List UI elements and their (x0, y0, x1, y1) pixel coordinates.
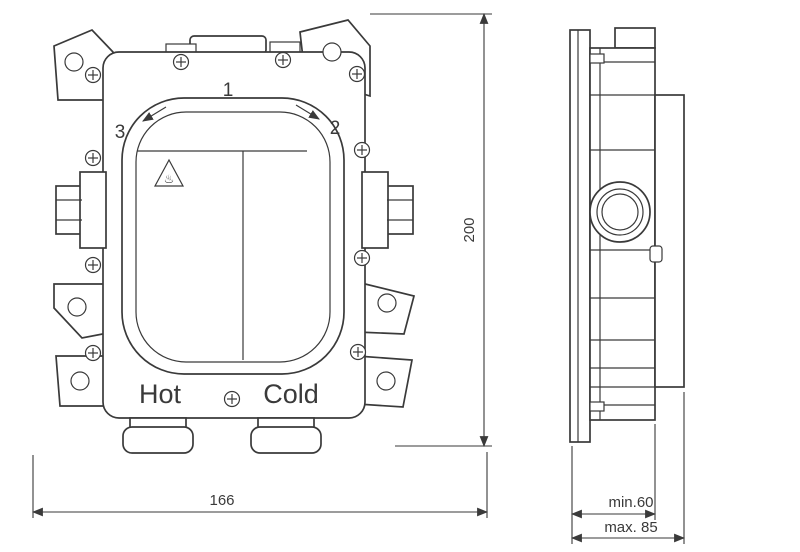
front-view: ♨ 1 3 2 Hot Cold (53, 19, 416, 454)
left-side-connector (55, 171, 107, 249)
depth-max-dimension: max. 85 (570, 392, 686, 544)
side-view (569, 27, 685, 443)
cold-label: Cold (263, 379, 319, 409)
hot-label: Hot (139, 379, 182, 409)
step-1-label: 1 (223, 80, 234, 101)
right-side-connector (361, 171, 414, 249)
step-3-arrow-icon (142, 106, 167, 122)
width-dimension-label: 166 (209, 492, 234, 509)
step-2-arrow-icon (295, 104, 320, 120)
side-flange (569, 29, 591, 443)
depth-min-label: min.60 (608, 494, 653, 511)
depth-max-label: max. 85 (604, 519, 657, 536)
side-back-box (654, 94, 685, 388)
side-port-circle (589, 181, 651, 243)
hot-surface-warning-glyph: ♨ (164, 172, 175, 186)
mounting-holes (64, 42, 397, 391)
width-dimension: 166 (31, 452, 489, 518)
valve-body-inner-panel (135, 111, 331, 363)
step-2-label: 2 (330, 118, 341, 139)
step-3-label: 3 (115, 122, 126, 143)
step-labels: 1 3 2 (115, 80, 341, 143)
hot-surface-warning-icon: ♨ (153, 158, 185, 187)
side-top-step (614, 27, 656, 49)
height-dimension-label: 200 (461, 217, 478, 242)
depth-min-dimension: min.60 (570, 424, 657, 544)
height-dimension: 200 (370, 12, 492, 448)
side-stub (649, 245, 663, 263)
cold-bottom-connector (250, 417, 322, 454)
hot-bottom-connector (122, 417, 194, 454)
